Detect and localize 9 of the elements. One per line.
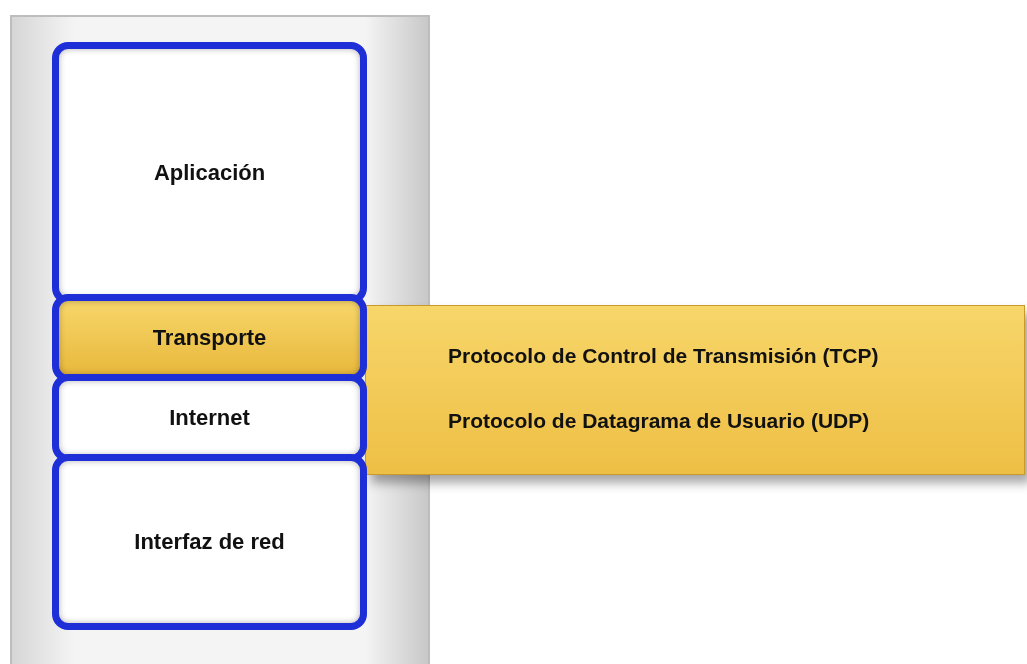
stack-panel: [10, 15, 430, 664]
protocol-name: Protocolo de Control de Transmisión (TCP): [448, 344, 879, 368]
protocol-name: Protocolo de Datagrama de Usuario (UDP): [448, 409, 870, 433]
protocol-callout: [365, 305, 1025, 475]
layer-name: Transporte: [151, 325, 268, 351]
layer-name: Interfaz de red: [133, 529, 286, 555]
layer-name: Aplicación: [152, 160, 267, 186]
layer-box: [52, 454, 367, 630]
layer-name: Internet: [168, 405, 251, 431]
